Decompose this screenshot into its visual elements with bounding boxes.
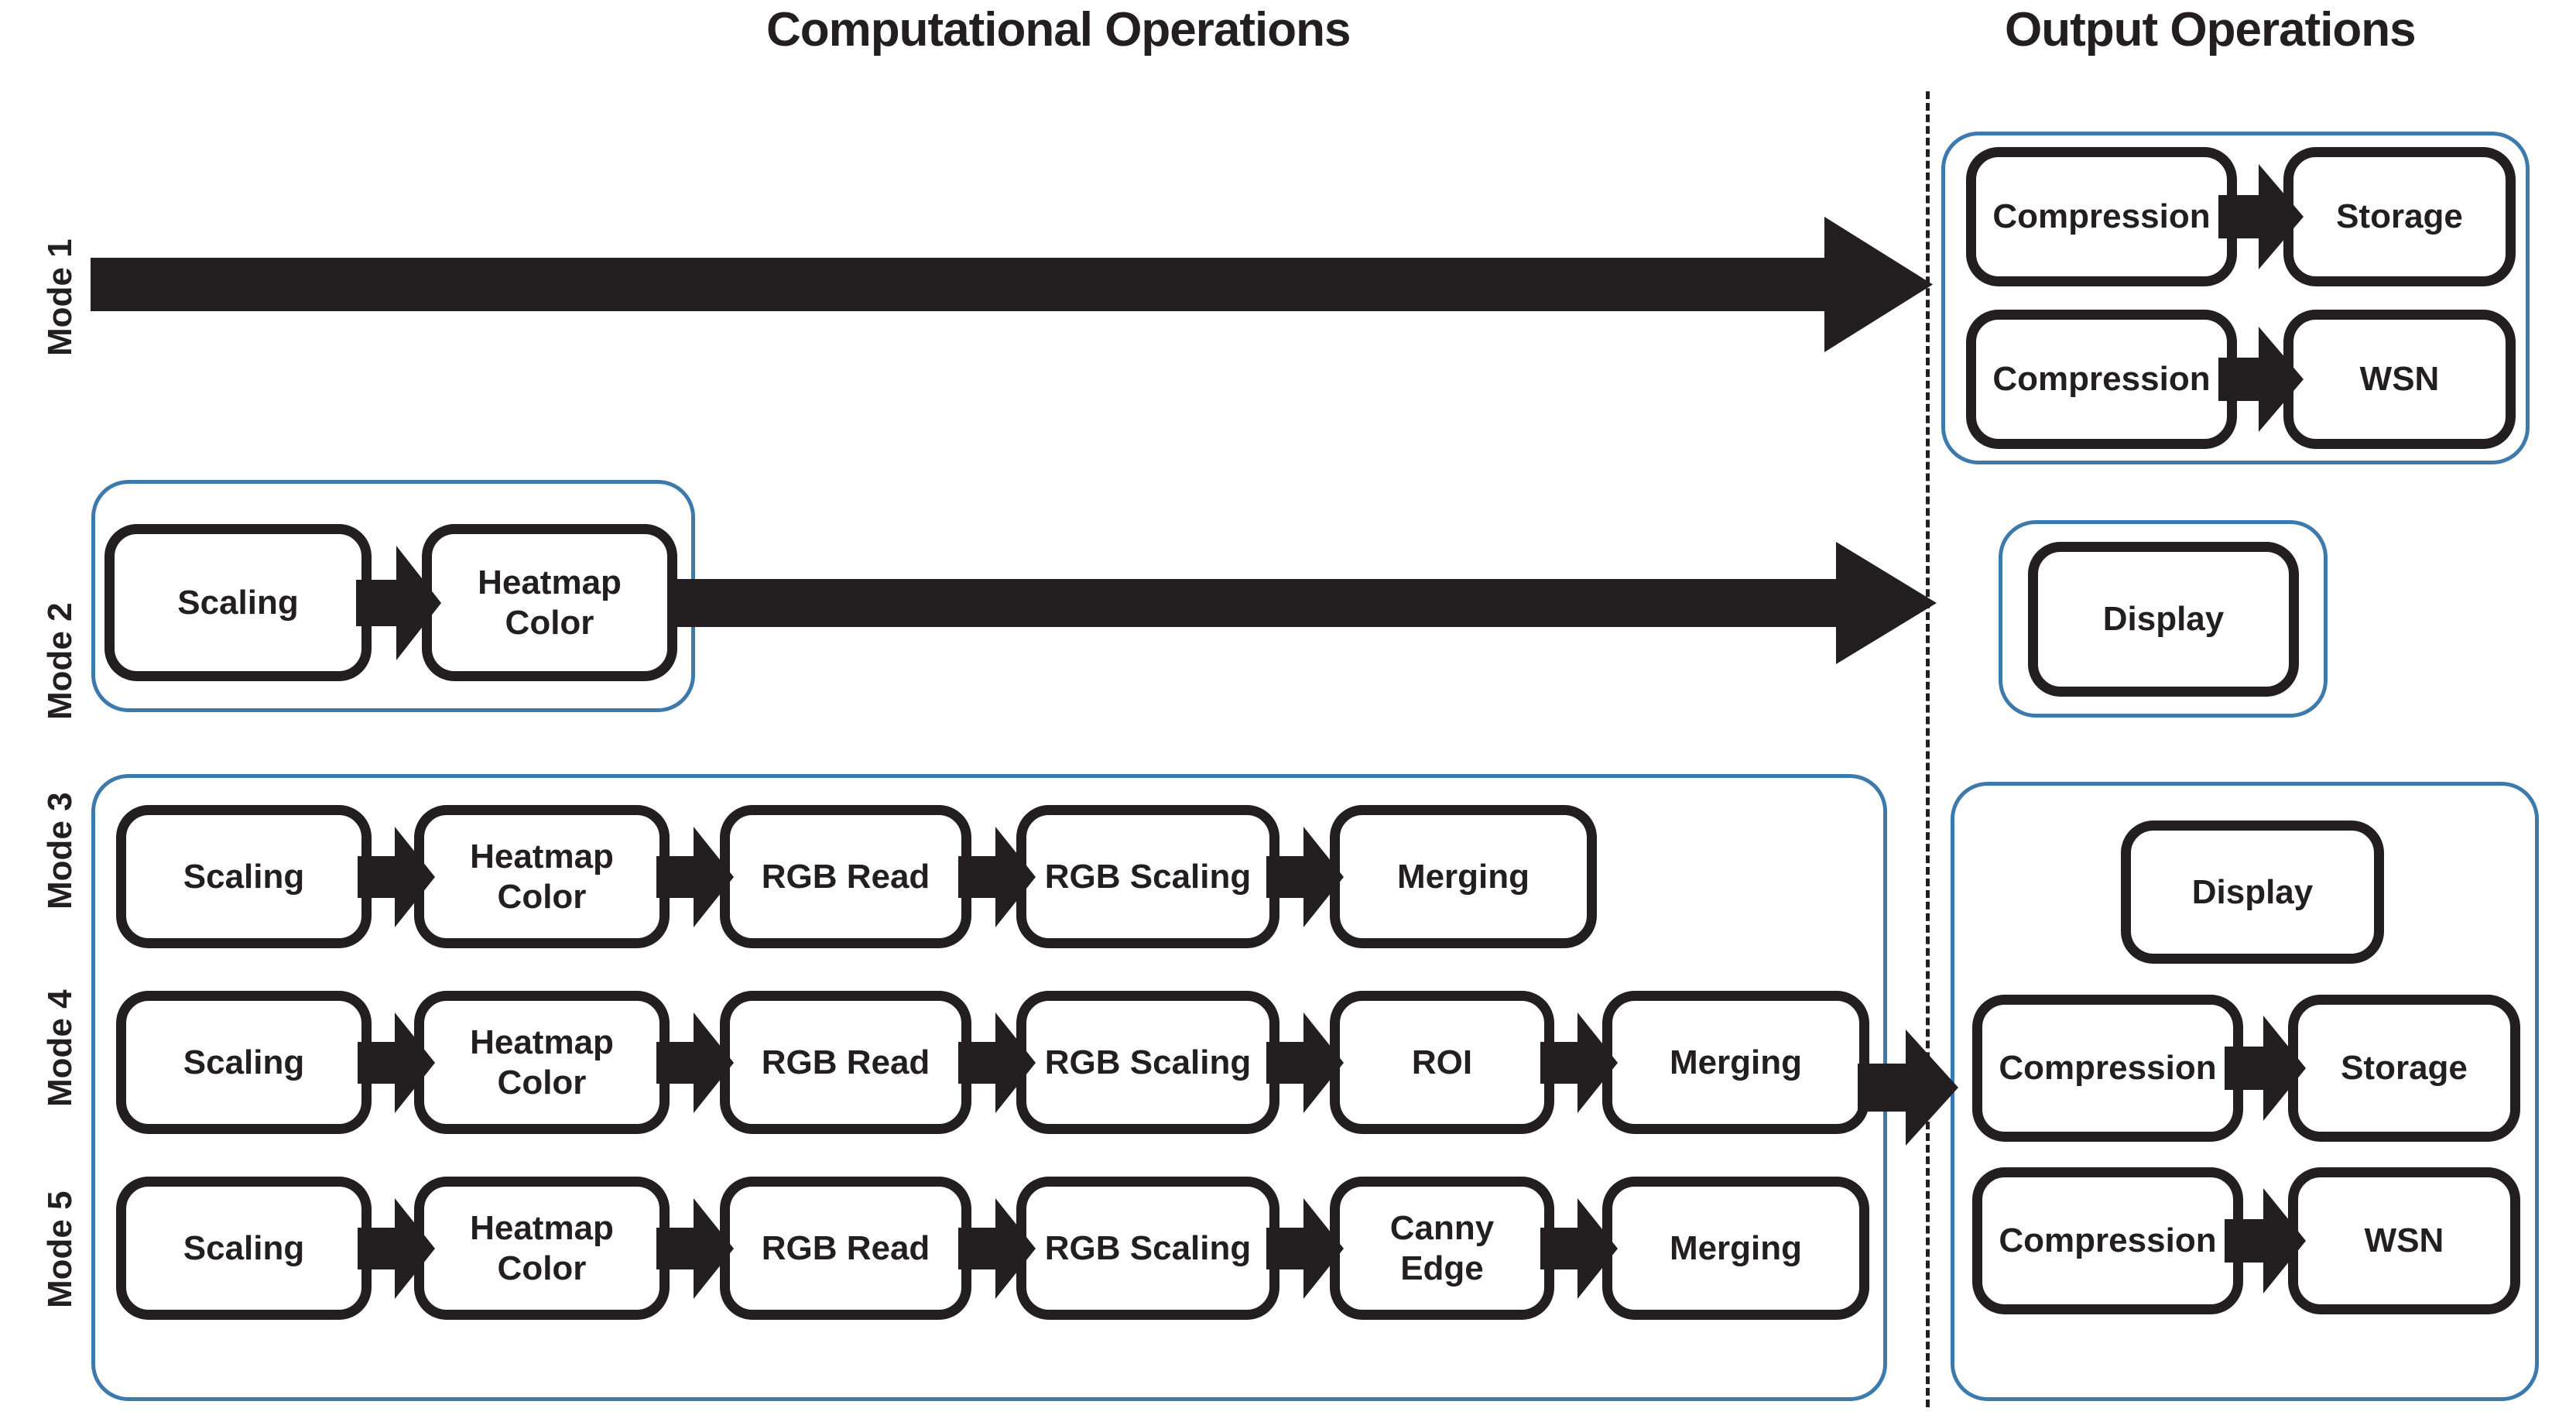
mode-3-rgb-read-box[interactable]: RGB Read <box>720 805 971 948</box>
mode-4-rgb-read-box[interactable]: RGB Read <box>720 991 971 1134</box>
mode-3-merging-box[interactable]: Merging <box>1330 805 1597 948</box>
mode-5-merging-box[interactable]: Merging <box>1602 1177 1869 1320</box>
mode-1-output-compression-box-2[interactable]: Compression <box>1966 310 2237 449</box>
section-divider-dashed-line <box>1926 91 1930 1407</box>
mode-5-rgb-read-box[interactable]: RGB Read <box>720 1177 971 1320</box>
mode-1-output-group <box>1941 132 2530 464</box>
modes-345-output-storage-box[interactable]: Storage <box>2288 995 2520 1142</box>
mode-2-scaling-box[interactable]: Scaling <box>104 524 372 681</box>
mode-label-mode-5: Mode 5 <box>41 1191 79 1308</box>
mode-1-output-wsn-box[interactable]: WSN <box>2283 310 2516 449</box>
mode-3-rgb-scaling-box[interactable]: RGB Scaling <box>1016 805 1279 948</box>
mode-label-mode-1: Mode 1 <box>41 238 79 356</box>
heading-output-operations: Output Operations <box>2005 3 2417 57</box>
mode-4-rgb-scaling-box[interactable]: RGB Scaling <box>1016 991 1279 1134</box>
mode-4-merging-box[interactable]: Merging <box>1602 991 1869 1134</box>
mode-label-mode-2: Mode 2 <box>41 602 79 720</box>
mode-2-output-display-box[interactable]: Display <box>2028 542 2299 697</box>
modes-345-output-compression-box-2[interactable]: Compression <box>1972 1167 2243 1314</box>
modes-345-output-compression-box-1[interactable]: Compression <box>1972 995 2243 1142</box>
mode-1-output-compression-box-1[interactable]: Compression <box>1966 147 2237 286</box>
mode-4-scaling-box[interactable]: Scaling <box>116 991 372 1134</box>
mode-4-roi-box[interactable]: ROI <box>1330 991 1554 1134</box>
mode-3-scaling-box[interactable]: Scaling <box>116 805 372 948</box>
heading-computational-operations: Computational Operations <box>766 3 1351 57</box>
mode-label-mode-4: Mode 4 <box>41 989 79 1107</box>
mode-1-passthrough-arrow <box>91 217 1933 352</box>
mode-2-passthrough-arrow <box>667 542 1937 664</box>
mode-label-mode-3: Mode 3 <box>41 792 79 910</box>
mode-5-scaling-box[interactable]: Scaling <box>116 1177 372 1320</box>
mode-3-heatmap-color-box[interactable]: Heatmap Color <box>414 805 670 948</box>
mode-1-output-storage-box[interactable]: Storage <box>2283 147 2516 286</box>
mode-5-canny-edge-box[interactable]: Canny Edge <box>1330 1177 1554 1320</box>
modes-345-output-display-box[interactable]: Display <box>2121 821 2384 964</box>
mode-5-rgb-scaling-box[interactable]: RGB Scaling <box>1016 1177 1279 1320</box>
mode-4-heatmap-color-box[interactable]: Heatmap Color <box>414 991 670 1134</box>
modes-345-output-wsn-box[interactable]: WSN <box>2288 1167 2520 1314</box>
mode-2-heatmap-color-box[interactable]: Heatmap Color <box>422 524 677 681</box>
mode-5-heatmap-color-box[interactable]: Heatmap Color <box>414 1177 670 1320</box>
mode-2-output-group <box>1999 520 2328 718</box>
